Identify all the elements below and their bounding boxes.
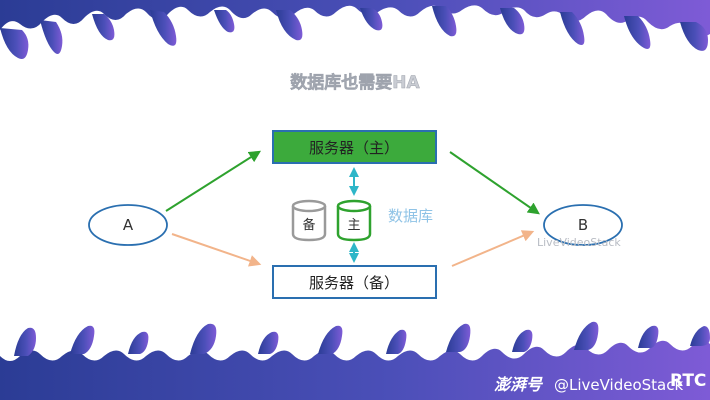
db-primary-label: 主 <box>347 218 360 233</box>
db-backup-body <box>291 206 327 242</box>
arrow-primary-to-b <box>449 151 540 215</box>
node-b: B <box>543 204 623 246</box>
server-backup-box <box>272 265 437 299</box>
node-b-ellipse <box>543 204 623 246</box>
footer-brand: RTC <box>670 371 706 391</box>
server-backup: 服务器（备） <box>272 265 437 299</box>
arrow-backup-to-b <box>451 230 535 267</box>
footer: 澎湃号 @LiveVideoStack RTC <box>494 371 706 394</box>
top-banner <box>0 0 710 59</box>
db-backup-cylinder: 备 <box>291 199 327 242</box>
server-primary-box <box>272 130 437 164</box>
database-label: 数据库 <box>388 207 433 225</box>
footer-handle: @LiveVideoStack <box>554 376 683 394</box>
db-backup-top <box>291 199 327 213</box>
arrow-a-to-primary <box>165 150 262 212</box>
server-primary: 服务器（主） <box>272 130 437 164</box>
node-a: A <box>88 204 168 246</box>
watermark-text: LiveVideoStack <box>537 236 621 249</box>
arrow-a-to-backup <box>171 233 262 267</box>
db-backup-label: 备 <box>302 217 315 233</box>
db-primary-body <box>336 206 372 242</box>
db-primary-top <box>336 199 372 213</box>
server-backup-label: 服务器（备） <box>309 274 399 292</box>
server-primary-label: 服务器（主） <box>309 139 399 157</box>
footer-logo: 澎湃号 <box>494 375 544 394</box>
node-b-label: B <box>578 216 588 234</box>
slide-title: 数据库也需要HA <box>290 72 420 93</box>
node-a-ellipse <box>88 204 168 246</box>
db-primary-cylinder: 主 <box>336 199 372 242</box>
node-a-label: A <box>123 216 134 234</box>
bottom-banner <box>0 321 710 400</box>
